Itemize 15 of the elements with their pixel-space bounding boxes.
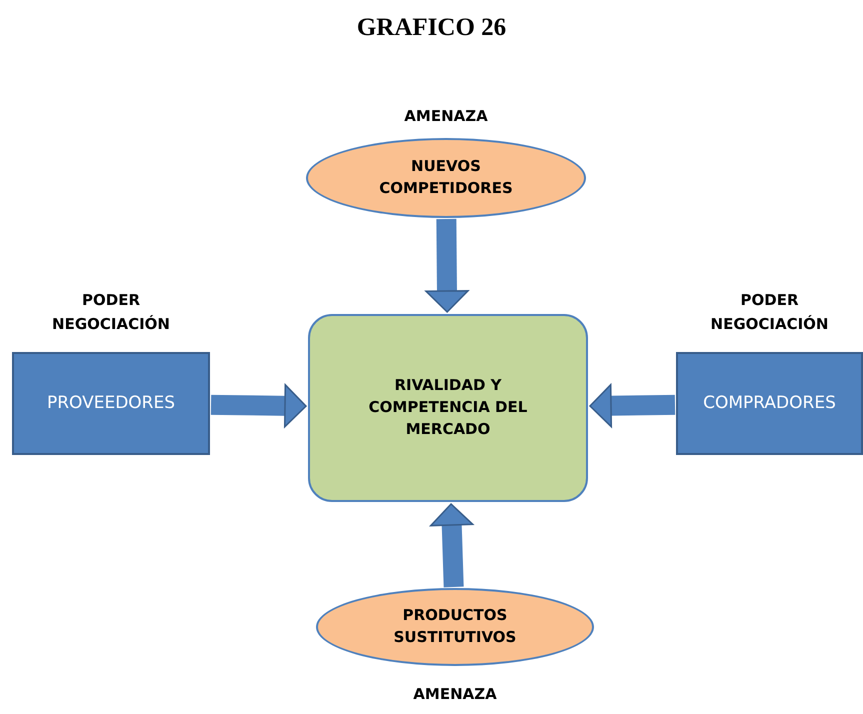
block-arrow: [589, 384, 676, 428]
heading: AMENAZA: [403, 106, 489, 127]
rounded-box: [308, 314, 588, 502]
node-text: PRODUCTOS SUSTITUTIVOS: [392, 605, 518, 648]
node-text: PROVEEDORES: [46, 392, 176, 416]
node-text: COMPRADORES: [702, 392, 837, 416]
block-arrow: [430, 503, 474, 588]
node-text: RIVALIDAD Y COMPETENCIA DEL MERCADO: [368, 375, 528, 440]
node-text: NUEVOS COMPETIDORES: [378, 156, 514, 199]
block-arrow: [210, 384, 307, 428]
title: GRAFICO 26: [356, 14, 508, 42]
heading: PODER NEGOCIACIÓN: [51, 290, 171, 335]
heading: PODER NEGOCIACIÓN: [710, 290, 830, 335]
heading: AMENAZA: [412, 684, 498, 705]
block-arrow: [425, 218, 469, 313]
